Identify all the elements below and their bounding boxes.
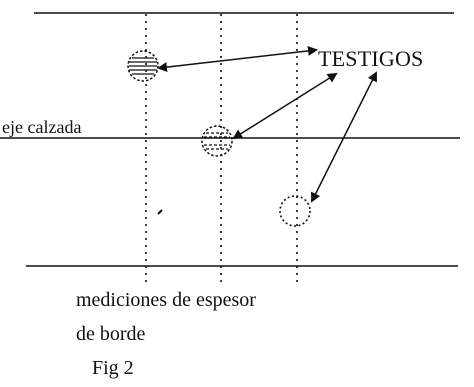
figure-label: Fig 2 <box>92 357 134 379</box>
testigos-label: TESTIGOS <box>318 46 424 71</box>
core-sample-1 <box>127 50 159 82</box>
caption-line-1: mediciones de espesor <box>76 289 256 311</box>
callout-arrow-2 <box>232 72 338 140</box>
core-sample-2 <box>201 125 233 157</box>
callout-arrow-1 <box>157 45 318 73</box>
centerline-label: eje calzada <box>2 117 82 137</box>
core-sample-3 <box>279 195 311 227</box>
stray-mark <box>157 209 163 215</box>
callout-arrow-3 <box>311 71 377 203</box>
caption-line-2: de borde <box>76 323 146 345</box>
